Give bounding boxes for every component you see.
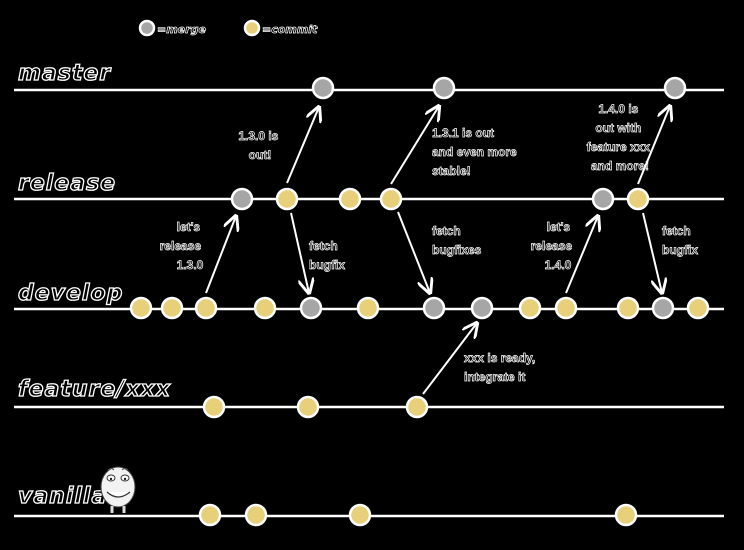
branch-label-release: release bbox=[18, 171, 116, 196]
arrows bbox=[205, 106, 670, 395]
legend-merge-label: =merge bbox=[157, 23, 206, 36]
vanilla-commit-3 bbox=[348, 503, 372, 527]
feature-commit-2 bbox=[296, 395, 320, 419]
arrow-release-to-master-130 bbox=[286, 107, 319, 184]
arrow-develop-to-release-140 bbox=[565, 216, 598, 294]
note-fetch-bugfix-2: fetch bugfix bbox=[662, 224, 698, 257]
note-fetch-bugfix-1: fetch bugfix bbox=[309, 239, 345, 272]
branch-label-vanilla: vanilla bbox=[18, 484, 107, 509]
release-commit-4 bbox=[626, 187, 650, 211]
arrow-release-to-master-131 bbox=[390, 106, 439, 185]
develop-commit-2 bbox=[160, 296, 184, 320]
note-xxx-ready: xxx is ready, integrate it bbox=[464, 351, 539, 384]
legend-commit-dot bbox=[243, 19, 261, 37]
branch-label-master: master bbox=[18, 61, 111, 86]
develop-commit-4 bbox=[253, 296, 277, 320]
develop-commit-3 bbox=[194, 296, 218, 320]
master-merge-140 bbox=[663, 76, 687, 100]
develop-commit-9 bbox=[686, 296, 710, 320]
note-release-131: 1.3.1 is out and even more stable! bbox=[432, 126, 520, 178]
legend-merge-dot bbox=[138, 19, 156, 37]
develop-commit-5 bbox=[356, 296, 380, 320]
arrow-release-to-master-140 bbox=[637, 106, 670, 185]
forever-alone-face-icon bbox=[100, 466, 136, 513]
note-release-140: 1.4.0 is out with feature xxx and more! bbox=[587, 102, 654, 173]
branch-label-feature: feature/xxx bbox=[18, 377, 171, 402]
legend: =merge =commit bbox=[138, 19, 318, 37]
arrow-release-to-develop-3 bbox=[642, 212, 662, 293]
master-merge-130 bbox=[311, 76, 335, 100]
develop-merge-2 bbox=[422, 296, 446, 320]
arrow-release-to-develop-1 bbox=[290, 212, 309, 293]
develop-merge-3 bbox=[470, 296, 494, 320]
note-fetch-bugfixes: fetch bugfixes bbox=[432, 224, 482, 257]
feature-commit-3 bbox=[405, 395, 429, 419]
note-lets-release-140: let's release 1.4.0 bbox=[531, 220, 576, 272]
develop-commit-1 bbox=[129, 296, 153, 320]
develop-commit-6 bbox=[518, 296, 542, 320]
vanilla-commit-2 bbox=[244, 503, 268, 527]
develop-merge-4 bbox=[651, 296, 675, 320]
develop-commit-7 bbox=[554, 296, 578, 320]
develop-commit-8 bbox=[616, 296, 640, 320]
arrow-feature-to-develop bbox=[422, 323, 477, 395]
arrow-develop-to-release-130 bbox=[205, 216, 236, 294]
vanilla-commit-1 bbox=[198, 503, 222, 527]
release-commit-1 bbox=[275, 187, 299, 211]
feature-commit-1 bbox=[202, 395, 226, 419]
legend-commit-label: =commit bbox=[262, 23, 318, 36]
note-lets-release-130: let's release 1.3.0 bbox=[160, 220, 205, 272]
release-commit-3 bbox=[379, 187, 403, 211]
note-release-130: 1.3.0 is out! bbox=[238, 129, 281, 162]
branch-label-develop: develop bbox=[18, 281, 123, 306]
release-merge-2 bbox=[591, 187, 615, 211]
arrow-release-to-develop-2 bbox=[397, 211, 430, 293]
master-merge-131 bbox=[432, 76, 456, 100]
release-merge-1 bbox=[230, 187, 254, 211]
vanilla-commit-4 bbox=[614, 503, 638, 527]
develop-merge-1 bbox=[299, 296, 323, 320]
release-commit-2 bbox=[338, 187, 362, 211]
